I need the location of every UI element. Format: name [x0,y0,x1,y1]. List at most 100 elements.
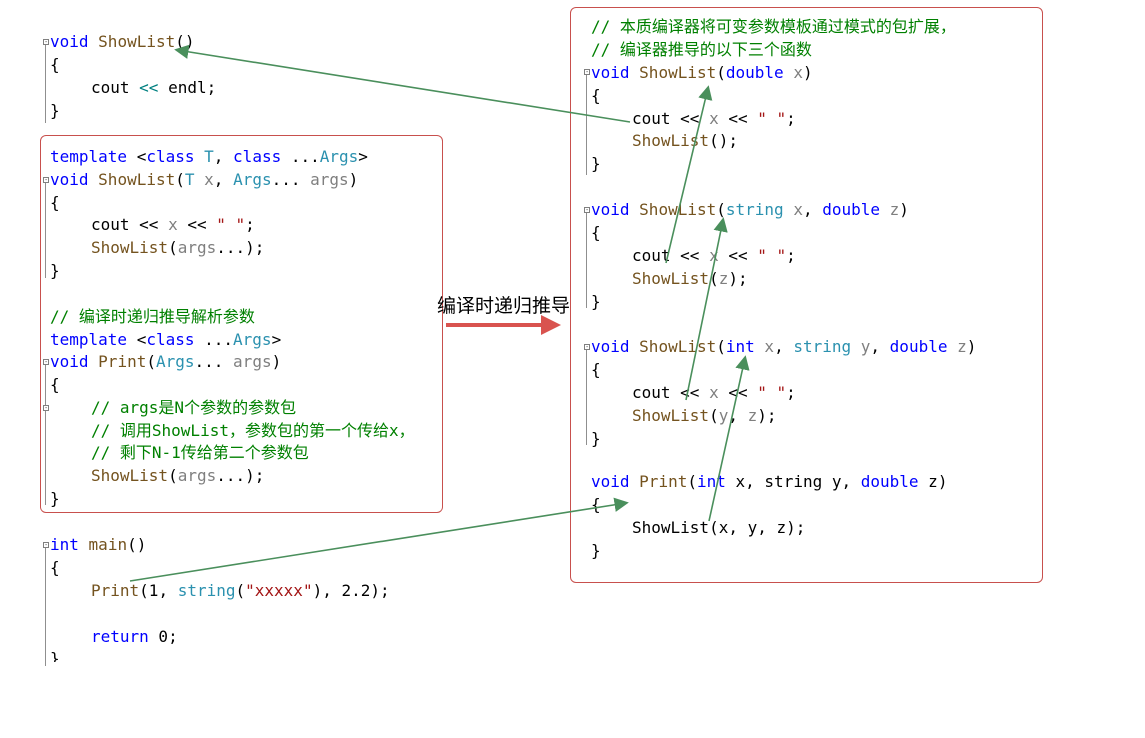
code-text: > [271,330,282,349]
type-name: T [184,170,195,189]
code-line: return 0; [91,626,178,648]
code-text: << [718,109,758,128]
code-text: ) [802,63,813,82]
parameter: z [718,269,729,288]
outline-guide [586,213,587,308]
type-name: Args [233,170,272,189]
parameter: args [233,352,272,371]
code-text: (); [709,131,738,150]
code-text: ); [728,269,748,288]
collapse-icon[interactable]: - [43,541,49,549]
keyword: void [50,170,89,189]
keyword: void [591,472,630,491]
collapse-icon[interactable]: - [584,343,590,351]
code-line: cout << x << " "; [632,108,796,130]
code-text: ( [716,200,726,219]
function-name: ShowList [639,200,717,219]
collapse-icon[interactable]: - [584,68,590,76]
function-name: ShowList [91,466,169,485]
code-line: { [50,375,60,394]
parameter: x [168,215,178,234]
code-text: 0; [148,627,178,646]
code-line: } [50,649,60,662]
code-line: int main() [50,534,146,556]
code-text: << [177,215,217,234]
collapse-icon[interactable]: - [584,206,590,214]
keyword: class [146,330,195,349]
code-line: ShowList(args...); [91,237,264,259]
code-line: } [591,292,601,311]
keyword: void [591,200,630,219]
code-text: ... [194,352,234,371]
string-literal: " " [216,215,246,234]
parameter: x [764,337,775,356]
code-line: void ShowList(string x, double z) [591,199,909,221]
outline-guide [45,183,46,278]
collapse-icon[interactable]: - [43,358,49,366]
code-text: cout << [632,246,710,265]
parameter: x [709,246,719,265]
string-literal: "xxxxx" [245,581,313,600]
keyword: double [822,200,881,219]
code-text: ) [348,170,359,189]
parameter: args [310,170,349,189]
code-text: << [718,246,758,265]
collapse-icon[interactable]: - [43,38,49,46]
call-arrow-showlist3-to-showlist2 [685,217,728,401]
code-text: ... [281,147,320,166]
code-line: cout << endl; [91,77,216,99]
parameter: y [718,406,729,425]
outline-guide [586,75,587,175]
code-text: , [213,170,234,189]
code-text: (1, [139,581,178,600]
code-comment: // 编译器推导的以下三个函数 [591,40,812,59]
outline-guide [586,350,587,445]
function-name: ShowList [639,337,717,356]
code-text: ; [245,215,255,234]
code-line: cout << x << " "; [91,214,255,236]
code-text: ), 2.2); [312,581,390,600]
function-name: ShowList [632,131,710,150]
code-text: , [728,406,748,425]
code-text: ; [786,383,796,402]
parameter: z [889,200,900,219]
code-line: } [591,429,601,448]
collapse-icon[interactable]: - [43,176,49,184]
code-text: < [127,147,147,166]
code-line: } [50,489,60,508]
keyword: template [50,330,128,349]
keyword: double [889,337,948,356]
code-comment: // 调用ShowList，参数包的第一个传给x， [91,421,415,440]
code-text: ) [966,337,977,356]
function-name: ShowList [632,406,710,425]
keyword: return [91,627,149,646]
code-text: ; [786,246,796,265]
code-comment: // 编译时递归推导解析参数 [50,307,255,326]
code-text: () [127,535,147,554]
parameter: x [793,200,803,219]
collapse-icon[interactable]: - [43,404,49,412]
code-text: x, string y, [725,472,861,491]
string-literal: " " [757,383,787,402]
keyword: void [591,63,630,82]
keyword: void [591,337,630,356]
code-line: void ShowList(int x, string y, double z) [591,336,976,358]
code-text: ( [687,472,697,491]
code-text: , [802,200,823,219]
parameter: x [204,170,214,189]
code-text: ) [899,200,909,219]
code-text: ( [168,238,178,257]
code-text: ... [271,170,311,189]
function-name: Print [91,581,140,600]
call-arrow-print-to-showlist3 [708,355,750,522]
code-comment: // 本质编译器将可变参数模板通过模式的包扩展， [591,17,956,36]
code-line: } [50,261,60,280]
keyword: class [233,147,282,166]
code-line: } [50,101,60,120]
code-text: , [870,337,890,356]
code-line: template <class ...Args> [50,329,281,351]
compile-time-recursion-label: 编译时递归推导 [437,295,571,317]
code-line: Print(1, string("xxxxx"), 2.2); [91,580,390,602]
